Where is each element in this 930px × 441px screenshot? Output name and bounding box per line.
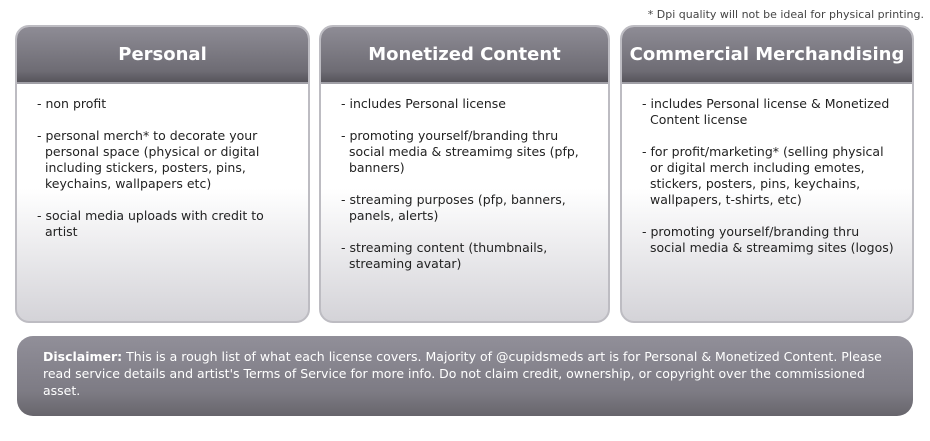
list-item: - streaming purposes (pfp, banners, pane…	[341, 192, 566, 223]
list-item: - non profit	[37, 96, 107, 111]
list-item: - social media uploads with credit to ar…	[37, 208, 264, 239]
card-commercial-merchandising: Commercial Merchandising - includes Pers…	[620, 25, 914, 323]
list-item: - streaming content (thumbnails, streami…	[341, 240, 548, 271]
dpi-note: * Dpi quality will not be ideal for phys…	[647, 8, 924, 21]
card-monetized-content: Monetized Content - includes Personal li…	[319, 25, 610, 323]
list-item: - includes Personal license & Monetized …	[642, 96, 890, 127]
card-title: Commercial Merchandising	[622, 27, 912, 84]
card-personal: Personal - non profit - personal merch* …	[15, 25, 310, 323]
list-item: - promoting yourself/branding thru socia…	[642, 224, 894, 255]
card-title: Monetized Content	[321, 27, 608, 84]
disclaimer-box: Disclaimer: This is a rough list of what…	[17, 336, 913, 416]
list-item: - includes Personal license	[341, 96, 507, 111]
list-item: - for profit/marketing* (selling physica…	[642, 144, 884, 207]
disclaimer-text: This is a rough list of what each licens…	[43, 349, 882, 398]
disclaimer-label: Disclaimer:	[43, 349, 123, 364]
card-title: Personal	[17, 27, 308, 84]
list-item: - promoting yourself/branding thru socia…	[341, 128, 579, 175]
list-item: - personal merch* to decorate your perso…	[37, 128, 260, 191]
